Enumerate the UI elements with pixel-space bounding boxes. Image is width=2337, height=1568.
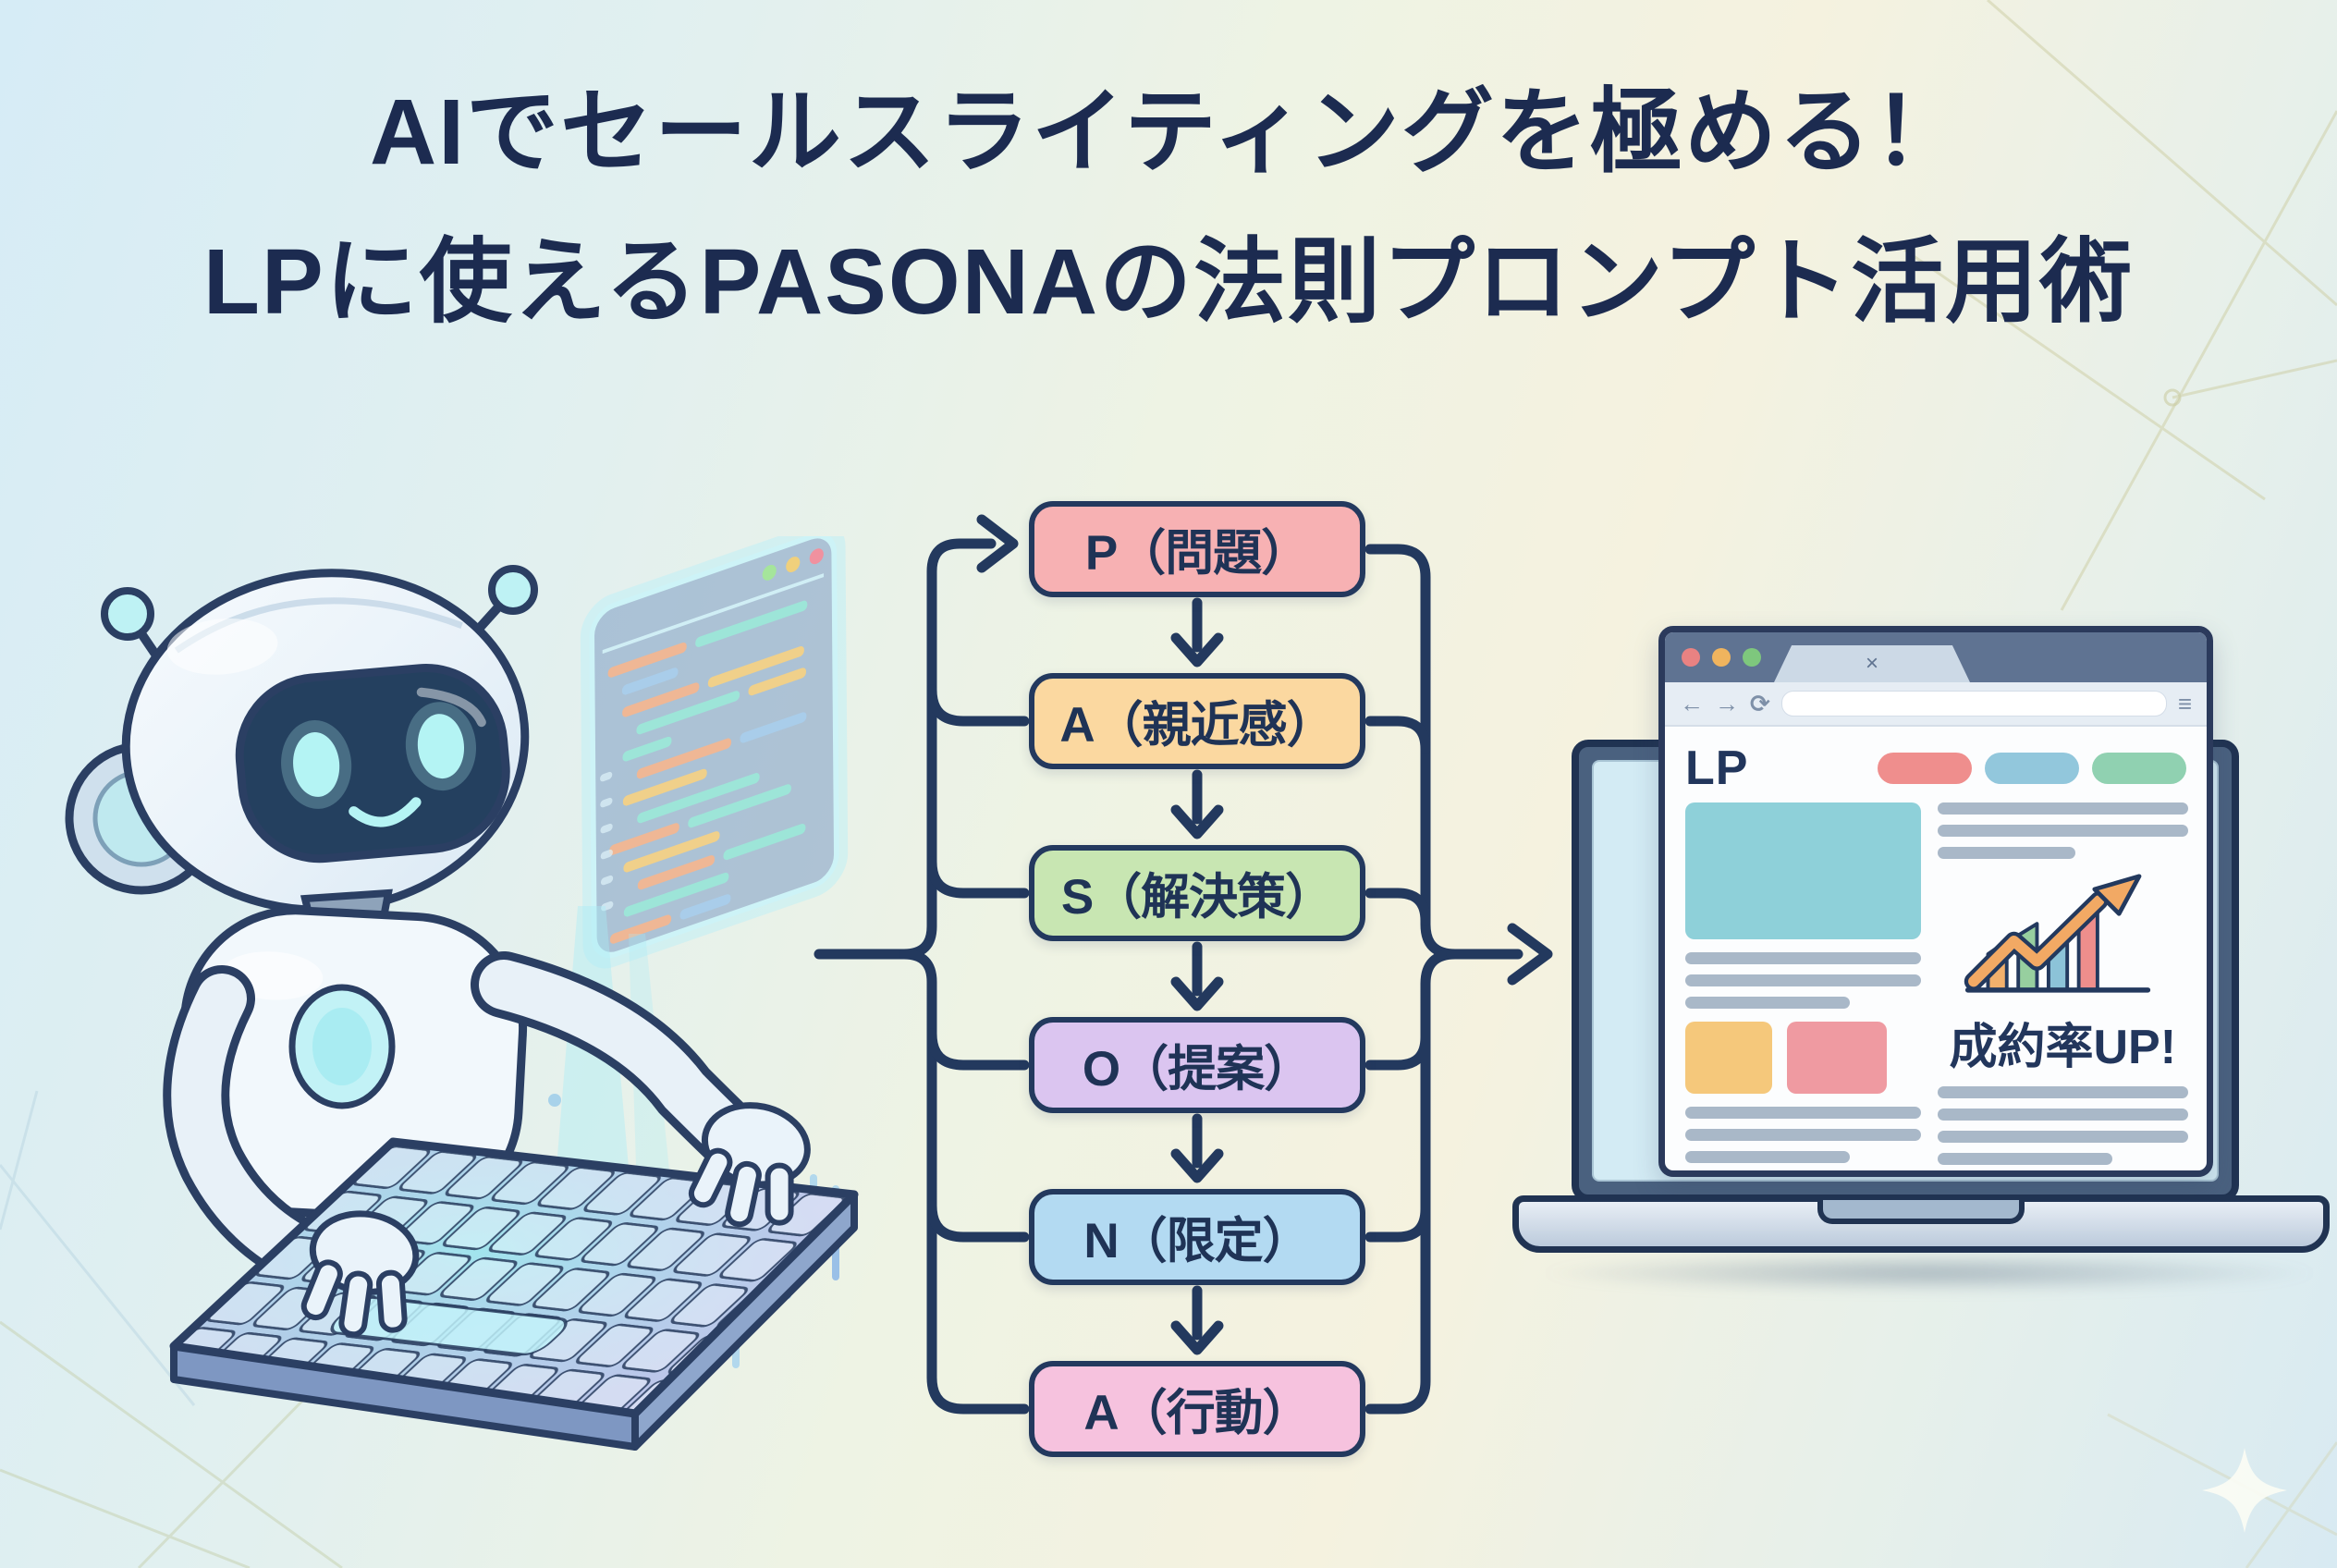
flowchart-step-label: N（限定） <box>1083 1214 1311 1268</box>
corner-lines-bottom-right <box>2107 1413 2337 1568</box>
reload-icon: ⟳ <box>1750 690 1770 717</box>
menu-icon: ≡ <box>2177 690 2192 717</box>
nav-pill <box>1985 753 2079 784</box>
text-line-placeholder <box>1937 1131 2188 1143</box>
keyboard <box>169 1137 859 1451</box>
flowchart-step-offer: O（提案） <box>1029 1017 1365 1113</box>
flowchart-step-action: A（行動） <box>1029 1361 1365 1457</box>
growth-arrow-head <box>2092 874 2142 916</box>
laptop-notch <box>1817 1200 2025 1224</box>
flowchart-step-solution: S（解決策） <box>1029 845 1365 941</box>
conversion-rate-label: 成約率UP! <box>1949 1021 2177 1074</box>
flowchart-step-label: A（行動） <box>1083 1386 1311 1440</box>
hero-image-placeholder <box>1685 802 1921 939</box>
flowchart-step-label: P（問題） <box>1084 526 1310 581</box>
text-line-placeholder <box>1685 952 1921 964</box>
text-line-placeholder <box>1937 1109 2188 1121</box>
title-line-2: LPに使えるPASONAの法則プロンプト活用術 <box>202 230 2135 334</box>
lp-heading: LP <box>1685 741 1749 795</box>
flowchart-step-affinity: A（親近感） <box>1029 673 1365 769</box>
traffic-light-green-icon <box>1743 648 1761 667</box>
text-line-placeholder <box>1685 1151 1851 1163</box>
tab-close-icon: × <box>1865 651 1878 676</box>
lp-left-column <box>1685 802 1921 1165</box>
back-icon: ← <box>1680 690 1704 717</box>
lp-right-column: 成約率UP! <box>1937 802 2188 1165</box>
page-title: AIでセールスライティングを極める！ LPに使えるPASONAの法則プロンプト活… <box>0 57 2337 357</box>
traffic-light-red-icon <box>1682 648 1700 667</box>
laptop-base <box>1512 1195 2330 1253</box>
robot-hand-left <box>300 1210 420 1338</box>
browser-titlebar: × <box>1665 632 2207 682</box>
code-screen <box>580 536 849 969</box>
corner-lines-left <box>0 1090 196 1406</box>
url-bar <box>1780 691 2167 717</box>
flowchart-step-problem: P（問題） <box>1029 501 1365 597</box>
browser-window: × ← → ⟳ ≡ LP <box>1658 626 2213 1177</box>
text-line-placeholder <box>1937 802 2188 815</box>
flowchart-step-narrowing: N（限定） <box>1029 1189 1365 1285</box>
growth-chart <box>1964 874 2150 993</box>
text-line-placeholder <box>1937 1153 2113 1165</box>
nav-pill <box>2092 753 2186 784</box>
code-lines <box>600 600 808 944</box>
robot-smile <box>349 797 422 827</box>
browser-toolbar: ← → ⟳ ≡ <box>1665 682 2207 727</box>
flowchart-step-label: S（解決策） <box>1060 870 1334 925</box>
text-line-placeholder <box>1937 1086 2188 1098</box>
text-line-placeholder <box>1937 847 2075 859</box>
flowchart-step-label: O（提案） <box>1082 1042 1313 1096</box>
robot-illustration <box>65 536 859 1451</box>
image-placeholder-pink <box>1787 1022 1887 1094</box>
text-line-placeholder <box>1937 825 2188 837</box>
text-line-placeholder <box>1685 1107 1921 1119</box>
robot-eyes <box>281 702 477 809</box>
robot-hand-right <box>688 1102 811 1228</box>
traffic-light-yellow-icon <box>1712 648 1731 667</box>
laptop-shadow <box>1536 1253 2322 1293</box>
text-line-placeholder <box>1685 1129 1921 1141</box>
corner-lines-top-right <box>1903 0 2337 611</box>
image-placeholder-orange <box>1685 1022 1772 1094</box>
title-line-1: AIでセールスライティングを極める！ <box>370 80 1967 184</box>
laptop: × ← → ⟳ ≡ LP <box>1512 606 2337 1317</box>
forward-icon: → <box>1715 690 1739 717</box>
browser-tab: × <box>1774 645 1970 682</box>
flowchart-step-label: A（親近感） <box>1059 698 1335 753</box>
sparkle-icon <box>2202 1448 2287 1533</box>
text-line-placeholder <box>1685 997 1851 1009</box>
text-line-placeholder <box>1685 974 1921 986</box>
nav-pill <box>1878 753 1972 784</box>
corner-node <box>2163 388 2182 407</box>
browser-content: LP <box>1665 727 2207 1170</box>
code-screen-dots <box>762 548 824 581</box>
nav-pills <box>1878 753 2186 784</box>
